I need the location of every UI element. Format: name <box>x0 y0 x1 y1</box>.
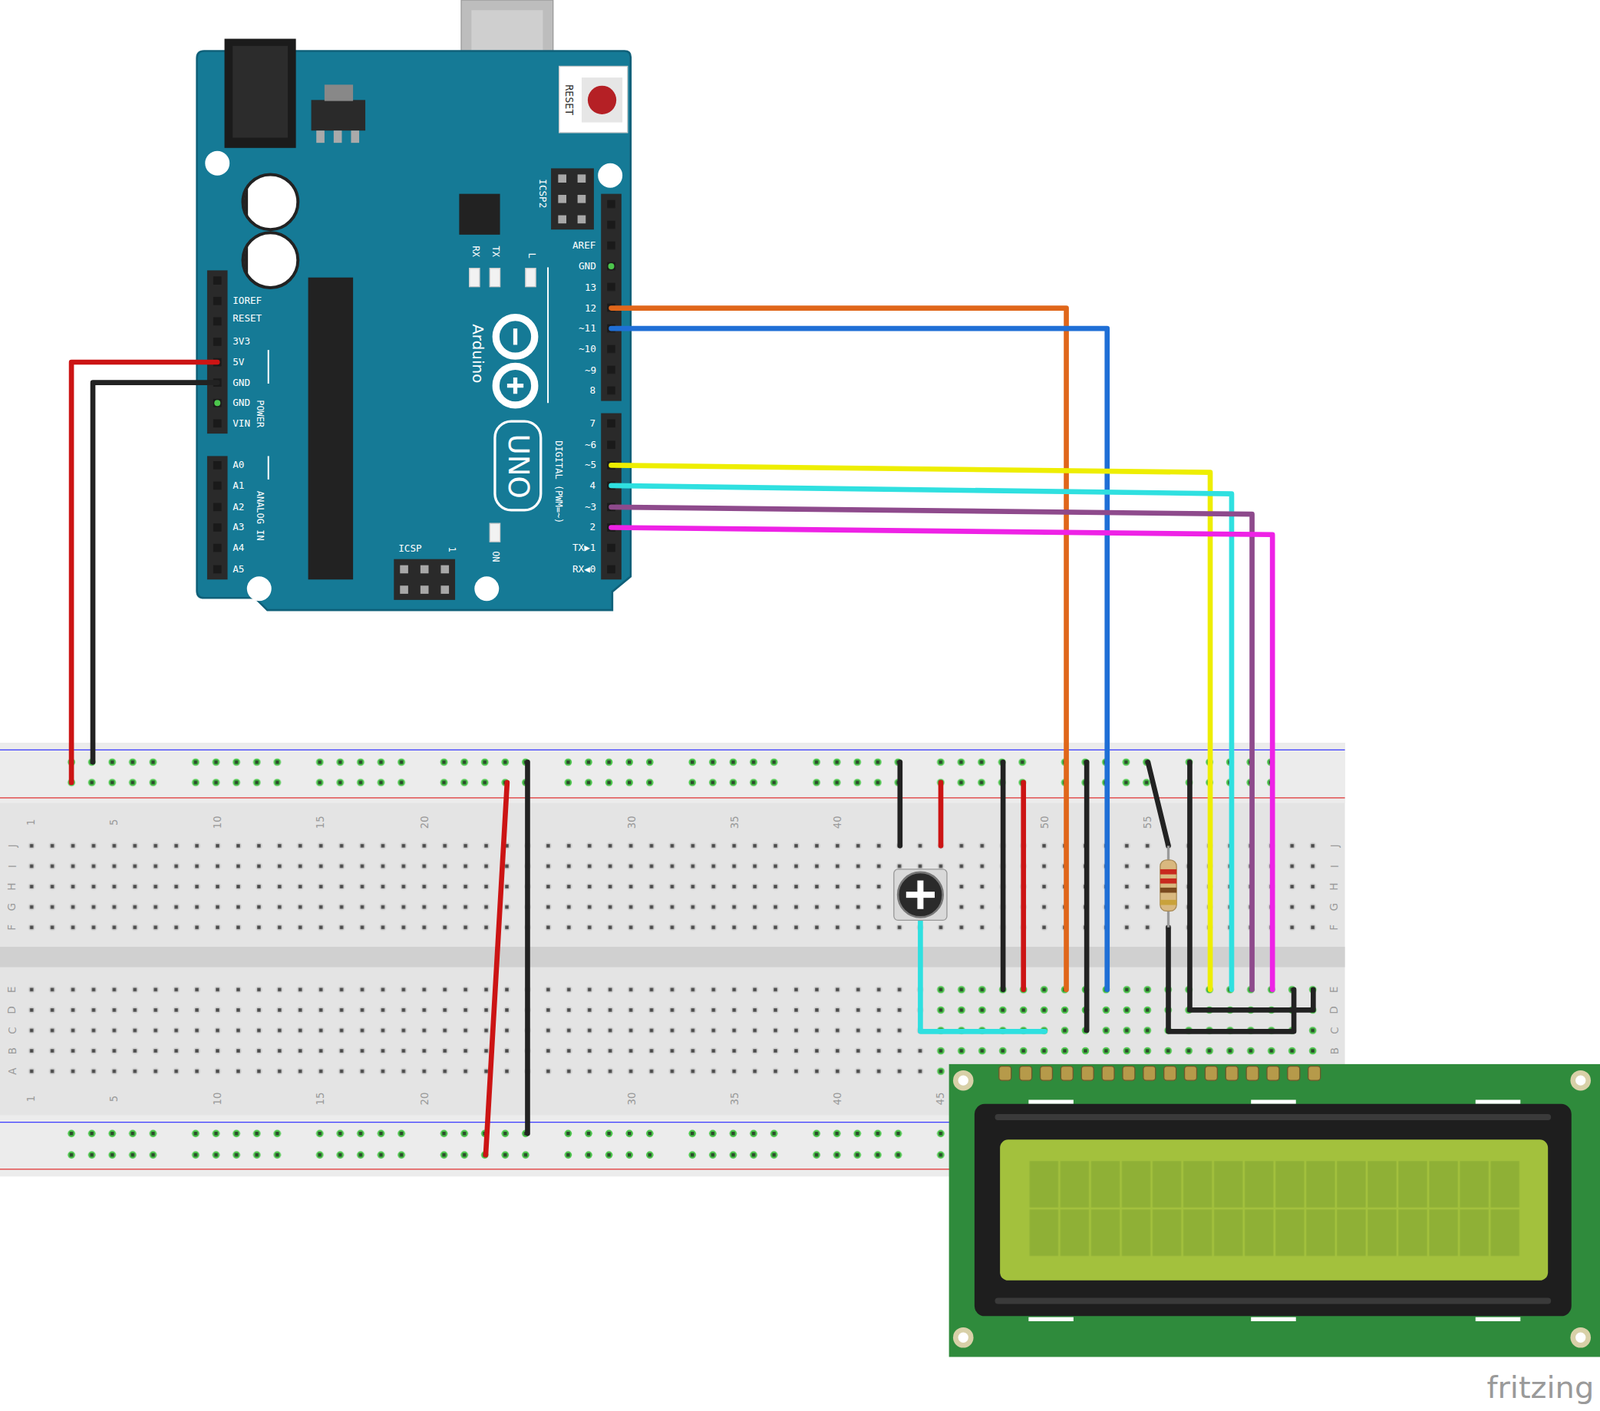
pin-label: 3V3 <box>232 336 251 347</box>
pin-label: 2 <box>590 522 597 533</box>
led-label: RX <box>469 245 479 257</box>
column-number: 10 <box>211 815 222 829</box>
watermark: fritzing <box>1486 1372 1594 1403</box>
pin-label: 5V <box>232 356 245 367</box>
column-number: 50 <box>1039 815 1050 829</box>
pin-label: 7 <box>590 418 597 429</box>
pin-label: RESET <box>232 313 262 324</box>
pin-label: 12 <box>584 303 597 314</box>
pin-label: A0 <box>232 460 245 471</box>
pin-label: ~11 <box>578 323 597 334</box>
pin-label: VIN <box>232 418 251 429</box>
row-letter: B <box>1329 1047 1340 1055</box>
pin-label: A3 <box>232 522 245 533</box>
header-label: ICSP <box>398 544 422 555</box>
column-number: 40 <box>832 815 843 829</box>
row-letter: H <box>1329 883 1340 891</box>
pin-label: ~10 <box>578 343 597 354</box>
column-number: 1 <box>26 819 37 826</box>
pin-label: A5 <box>232 564 245 575</box>
column-number: 15 <box>315 815 326 829</box>
row-letter: D <box>6 1006 17 1014</box>
pin-label: RX◀0 <box>572 564 596 575</box>
potentiometer <box>894 869 947 921</box>
column-number: 40 <box>832 1092 843 1106</box>
model-label: UNO <box>503 433 532 499</box>
brand-label: Arduino <box>469 323 485 383</box>
column-number: 20 <box>418 1092 429 1106</box>
column-number: 15 <box>315 1092 326 1106</box>
section-label: POWER <box>254 399 264 428</box>
column-number: 5 <box>109 819 120 826</box>
column-number: 55 <box>1142 815 1153 829</box>
row-letter: C <box>1329 1026 1340 1034</box>
row-letter: I <box>6 864 17 868</box>
pin-label: A4 <box>232 542 245 553</box>
column-number: 5 <box>109 1095 120 1102</box>
pin-label: 4 <box>590 480 597 491</box>
row-letter: J <box>6 844 17 848</box>
section-label: DIGITAL (PWM=~) <box>552 440 562 524</box>
column-number: 30 <box>626 815 637 829</box>
column-number: 1 <box>26 1095 37 1102</box>
pin-label: AREF <box>572 240 596 251</box>
led-label: L <box>526 252 536 258</box>
led-label: TX <box>490 245 500 257</box>
row-letter: C <box>6 1026 17 1034</box>
row-letter: B <box>6 1047 17 1055</box>
pin-label: 13 <box>584 282 597 293</box>
header-label: ICSP2 <box>537 178 548 208</box>
pin-label: ~5 <box>584 460 597 471</box>
pin-label: GND <box>232 377 251 388</box>
row-letter: D <box>1329 1006 1340 1014</box>
wires <box>71 308 1313 1156</box>
column-number: 10 <box>211 1092 222 1106</box>
column-number: 20 <box>418 815 429 829</box>
resistor-symbol <box>1160 845 1177 928</box>
pin-label: ~9 <box>584 365 597 376</box>
row-letter: F <box>1329 924 1340 931</box>
pin-label: ~6 <box>584 439 597 450</box>
column-number: 30 <box>626 1092 637 1106</box>
pin-label: IOREF <box>232 296 262 307</box>
column-number: 35 <box>729 815 740 829</box>
button-label: RESET <box>563 84 574 116</box>
row-letter: A <box>6 1068 17 1076</box>
column-number: 45 <box>935 1092 946 1106</box>
pin-label: ~3 <box>584 501 597 512</box>
pin-label: GND <box>232 398 251 409</box>
arduino-board <box>197 0 631 611</box>
pin-label: 8 <box>590 385 597 396</box>
header-label: 1 <box>446 546 456 552</box>
pin-label: TX▶1 <box>572 542 596 553</box>
row-letter: E <box>7 986 18 993</box>
led-label: ON <box>490 550 500 561</box>
row-letter: F <box>6 924 17 931</box>
section-label: ANALOG IN <box>254 490 264 541</box>
column-number: 35 <box>729 1092 740 1106</box>
row-letter: G <box>1329 903 1340 911</box>
lcd-display <box>949 1064 1600 1358</box>
pin-label: A2 <box>232 501 245 512</box>
row-letter: E <box>1329 986 1340 993</box>
row-letter: G <box>6 903 17 911</box>
pin-label: A1 <box>232 480 245 491</box>
row-letter: H <box>6 883 17 891</box>
row-letter: I <box>1329 864 1340 868</box>
row-letter: J <box>1329 844 1340 848</box>
pin-label: GND <box>578 260 597 271</box>
